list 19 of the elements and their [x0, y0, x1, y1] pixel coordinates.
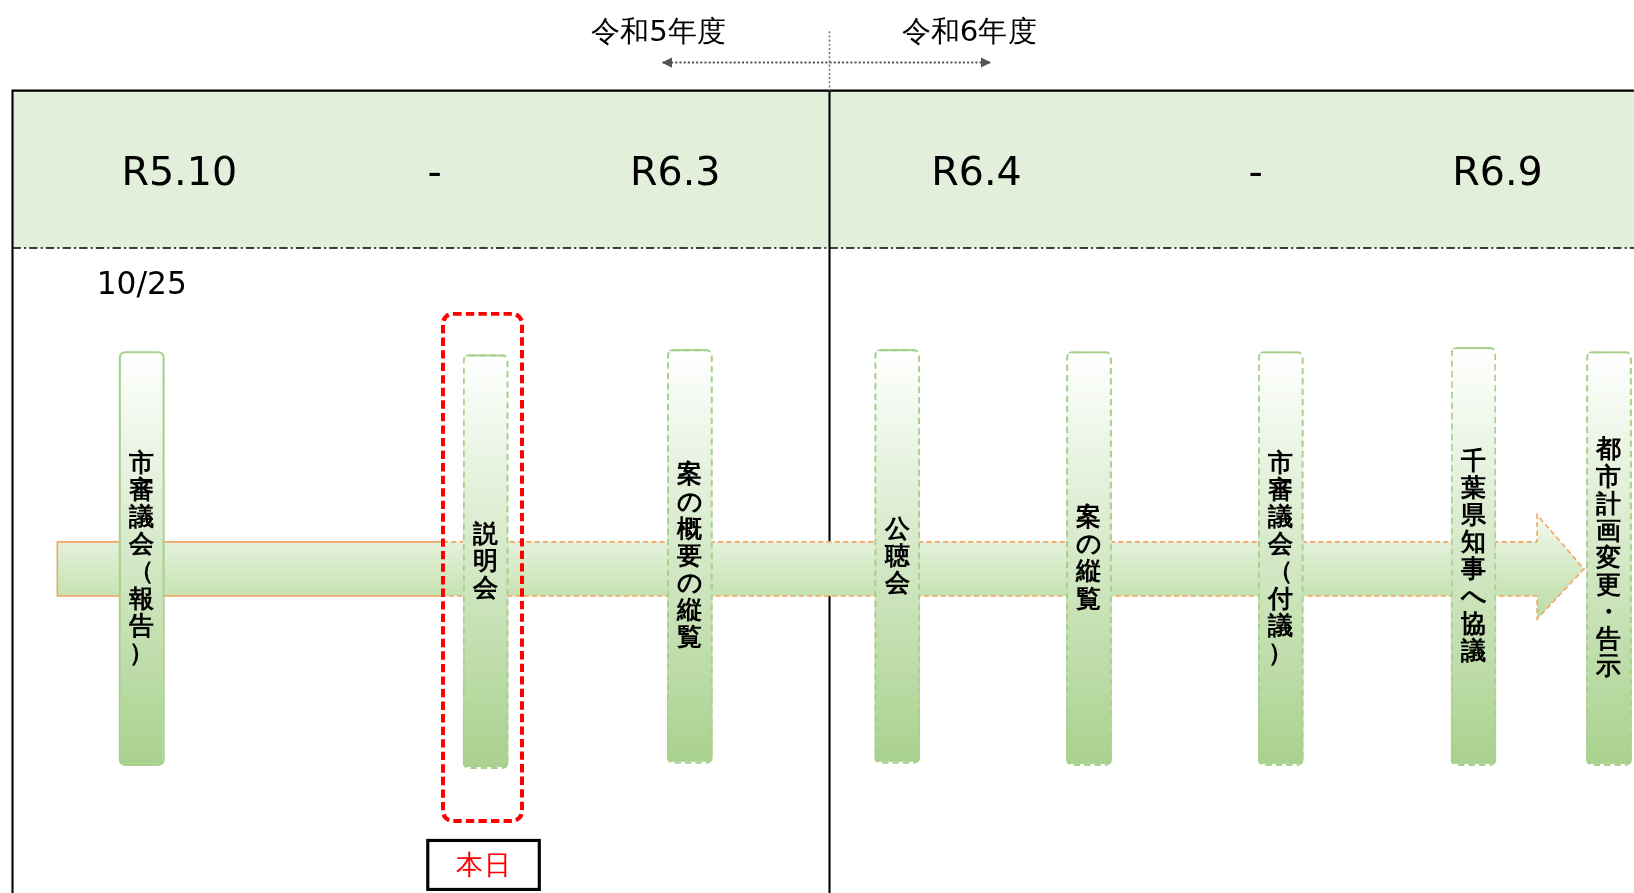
today-label: 本日 — [426, 838, 541, 891]
date-label: R6.9 — [1452, 149, 1543, 195]
step-bar: 市審議会（報告） — [118, 351, 165, 766]
step-bar: 市審議会（付議） — [1257, 351, 1304, 766]
period-label: 令和5年度 — [590, 12, 727, 50]
step-bar: 説明会 — [462, 354, 509, 770]
dash-mark: - — [427, 149, 442, 195]
step-bar: 千葉県知事へ協議 — [1450, 347, 1497, 766]
dash-mark: - — [1248, 149, 1263, 195]
step-bar: 公聴会 — [874, 349, 921, 764]
date-label: 10/25 — [96, 265, 187, 302]
step-bar: 案の概要の縦覧 — [666, 349, 713, 764]
step-bar: 案の縦覧 — [1066, 351, 1112, 766]
highlight-frame — [440, 311, 525, 824]
date-label: R6.3 — [630, 149, 721, 195]
step-bar: 都市計画変更・告示 — [1586, 351, 1632, 766]
date-label: R6.4 — [931, 149, 1022, 195]
period-label: 令和6年度 — [901, 12, 1037, 50]
date-label: R5.10 — [121, 149, 238, 195]
